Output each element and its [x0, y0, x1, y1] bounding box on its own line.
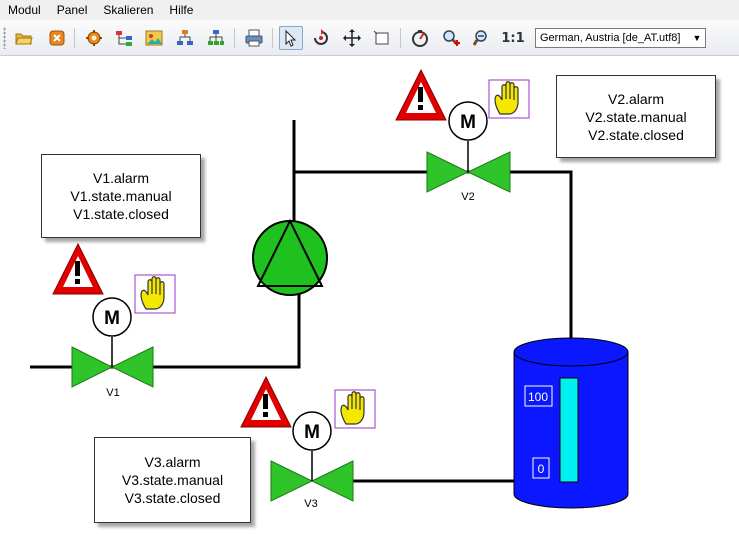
hierarchy-green-icon [208, 30, 224, 45]
valve-v1-info-box: V1.alarm V1.state.manual V1.state.closed [41, 154, 201, 238]
alarm-warning-icon [52, 242, 104, 295]
valve-v2[interactable]: M V2 [426, 101, 511, 203]
valve-v3-closed-tag: V3.state.closed [124, 490, 221, 506]
alarm-warning-icon [240, 375, 292, 428]
valve-v3-motor [292, 411, 332, 451]
process-canvas: 100 0 M V1 M V2 [0, 57, 739, 534]
tree-view-button[interactable] [112, 26, 136, 50]
valve-v1-motor [92, 297, 132, 337]
menu-bar: Modul Panel Skalieren Hilfe [0, 0, 739, 20]
close-button[interactable] [45, 26, 69, 50]
valve-v1-manual-tag: V1.state.manual [70, 188, 172, 204]
chevron-down-icon: ▼ [692, 33, 702, 43]
zoom-in-button[interactable] [439, 26, 463, 50]
tree-view-icon [116, 31, 132, 46]
process-diagram: 100 0 M V1 M V2 [30, 68, 629, 510]
toolbar-separator [234, 28, 235, 48]
tank[interactable]: 100 0 [513, 337, 629, 509]
open-folder-icon [15, 33, 33, 45]
valve-v3-motor-label: M [304, 422, 320, 443]
zoom-reset-label: 1:1 [501, 30, 525, 46]
zoom-out-button[interactable] [470, 26, 494, 50]
language-select[interactable]: German, Austria [de_AT.utf8] ▼ [535, 28, 706, 48]
valve-v1-label: V1 [106, 387, 119, 399]
valve-v3-info-box: V3.alarm V3.state.manual V3.state.closed [94, 437, 251, 523]
pipe-pump-v2-tank [294, 170, 573, 342]
valve-v1-alarm-tag: V1.alarm [92, 170, 150, 186]
tank-level-bar [559, 377, 579, 483]
zoom-out-icon [473, 30, 487, 46]
pointer-tool-button[interactable] [279, 26, 303, 50]
tank-scale-max: 100 [528, 390, 548, 404]
menu-modul[interactable]: Modul [8, 3, 41, 17]
settings-button[interactable] [82, 26, 106, 50]
valve-v2-label: V2 [461, 191, 474, 203]
valve-v2-manual-tag: V2.state.manual [585, 108, 687, 125]
resize-icon [373, 30, 389, 45]
valve-v1[interactable]: M V1 [71, 297, 154, 399]
tank-scale-min: 0 [538, 462, 545, 476]
valve-v2-info-box: V2.alarm V2.state.manual V2.state.closed [556, 75, 716, 158]
valve-v3[interactable]: M V3 [270, 411, 354, 510]
alarm-warning-icon [395, 68, 447, 121]
valve-v3-label: V3 [304, 498, 317, 510]
rotate-tool-button[interactable] [309, 26, 333, 50]
manual-hand-icon [334, 389, 376, 429]
tank-scale-min-box [532, 457, 550, 479]
valve-v2-alarm-tag: V2.alarm [607, 90, 665, 107]
valve-v2-motor-label: M [460, 112, 476, 133]
hierarchy-button[interactable] [173, 26, 197, 50]
menu-skalieren[interactable]: Skalieren [103, 3, 154, 17]
gauge-icon [412, 30, 428, 47]
close-icon [49, 30, 65, 46]
toolbar-separator [400, 28, 401, 48]
resize-tool-button[interactable] [370, 26, 394, 50]
toolbar-separator [272, 28, 273, 48]
valve-v1-motor-label: M [104, 308, 120, 329]
valve-v1-closed-tag: V1.state.closed [73, 206, 169, 222]
settings-gear-icon [86, 30, 102, 46]
rotate-icon [314, 29, 328, 45]
menu-hilfe[interactable]: Hilfe [169, 3, 194, 17]
language-select-value: German, Austria [de_AT.utf8] [540, 32, 681, 44]
manual-hand-icon [488, 79, 530, 119]
move-tool-button[interactable] [340, 26, 364, 50]
image-button[interactable] [142, 26, 166, 50]
print-icon [245, 29, 263, 47]
valve-v3-alarm-tag: V3.alarm [144, 454, 201, 470]
toolbar-separator [74, 28, 75, 48]
valve-v3-manual-tag: V3.state.manual [121, 472, 224, 488]
move-icon [343, 29, 361, 47]
valve-v2-motor [448, 101, 488, 141]
gauge-button[interactable] [408, 26, 432, 50]
image-icon [145, 30, 163, 46]
pointer-icon [285, 29, 297, 47]
tank-scale-max-box [524, 385, 553, 407]
hierarchy-green-button[interactable] [204, 26, 228, 50]
print-button[interactable] [242, 26, 266, 50]
zoom-reset-button[interactable]: 1:1 [501, 26, 525, 50]
hierarchy-icon [177, 30, 193, 45]
toolbar-grip[interactable] [3, 27, 6, 49]
open-folder-button[interactable] [12, 26, 36, 50]
menu-panel[interactable]: Panel [56, 3, 88, 17]
manual-hand-icon [134, 274, 176, 314]
valve-v2-closed-tag: V2.state.closed [588, 126, 684, 143]
pump[interactable] [252, 218, 328, 296]
zoom-in-icon [443, 30, 460, 47]
